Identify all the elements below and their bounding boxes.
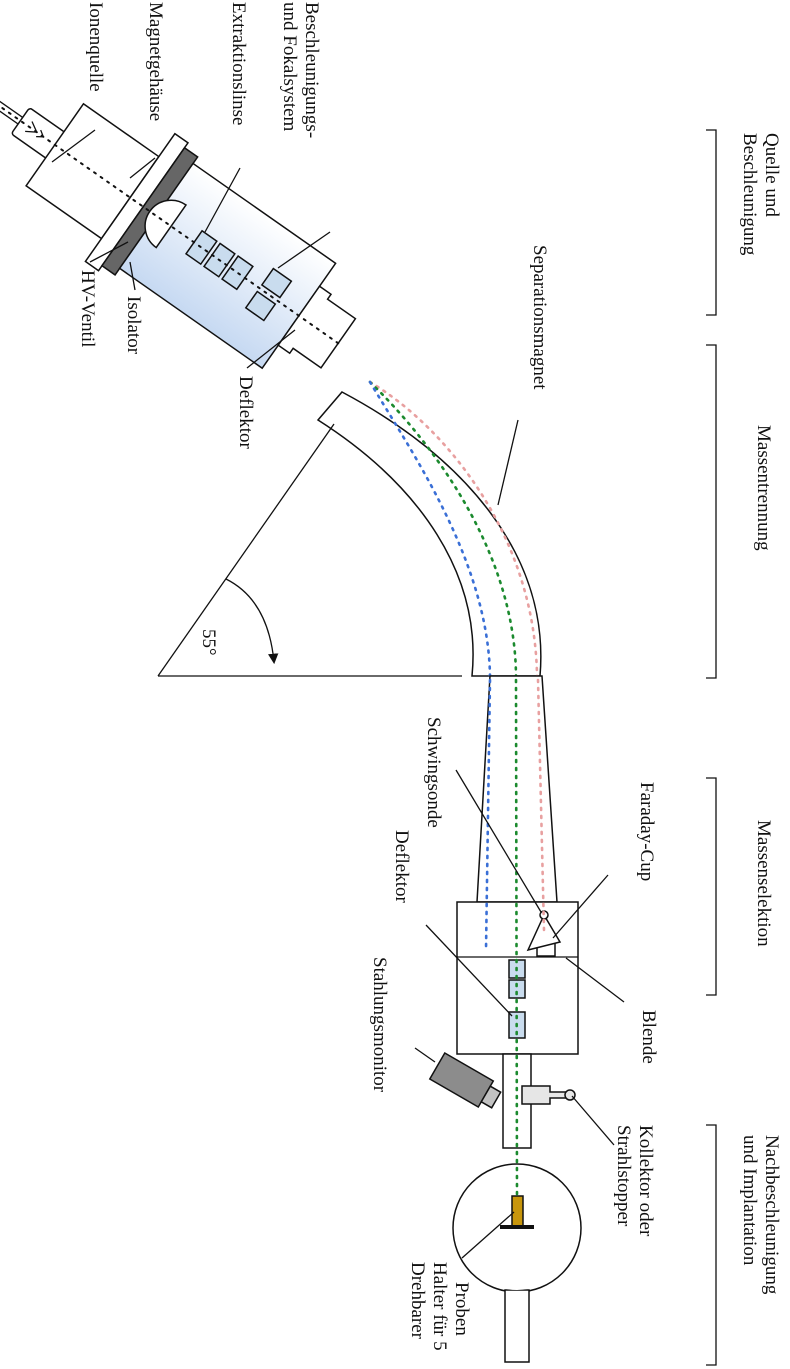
- svg-text:Nachbeschleunigung und I: Nachbeschleunigung und Implantation: [739, 1135, 782, 1299]
- label-deflektor-1: Deflektor: [235, 376, 256, 449]
- label-deflektor-2: Deflektor: [391, 830, 412, 903]
- beam-heavy-drift: [484, 678, 492, 952]
- target-outlet: [504, 1289, 530, 1363]
- separation-magnet: [316, 391, 542, 677]
- stage-massenselektion: Massenselektion: [753, 820, 774, 947]
- label-kollektor-line-1: Kollektor oder: [635, 1125, 656, 1237]
- label-schwingsonde: Schwingsonde: [423, 717, 444, 828]
- label-beschleunigung-line-1: Beschleunigungs-: [301, 2, 322, 138]
- svg-text:Drehbarer Halter für 5: Drehbarer Halter für 5 Proben: [407, 1262, 472, 1355]
- source-rod: [0, 83, 29, 122]
- exit-flange: [277, 285, 357, 369]
- svg-text:Kollektor oder Strahlsto: Kollektor oder Strahlstopper: [613, 1125, 656, 1241]
- svg-text:Beschleunigungs- und Fok: Beschleunigungs- und Fokalsystem: [279, 2, 322, 143]
- extraction-lens: [144, 199, 188, 249]
- label-ionenquelle: Ionenquelle: [85, 2, 106, 92]
- bracket-quelle: [706, 129, 717, 316]
- label-faraday-cup: Faraday-Cup: [636, 782, 657, 881]
- bracket-massentrennung: [706, 344, 717, 679]
- label-magnetgehaeuse: Magnetgehäuse: [145, 2, 166, 121]
- oscillating-probe: [526, 913, 562, 952]
- svg-text:Quelle und Beschleunigun: Quelle und Beschleunigung: [739, 133, 782, 256]
- post-tube: [502, 1053, 532, 1149]
- beam-light-magnet: [368, 380, 539, 678]
- angle-leg: [157, 423, 335, 677]
- deflector-plate-bottom: [244, 290, 277, 322]
- bracket-massenselektion: [706, 777, 717, 996]
- bracket-nachbeschleunigung: [706, 1124, 717, 1366]
- stage-nach-line-1: Nachbeschleunigung: [761, 1135, 782, 1295]
- deflector-2-plate-2: [508, 979, 526, 999]
- stage-massentrennung: Massentrennung: [753, 425, 774, 551]
- label-halter-line-3: Proben: [451, 1282, 472, 1336]
- stage-nach-line-2: und Implantation: [739, 1135, 760, 1266]
- beam-medium-magnet: [368, 380, 518, 678]
- labels: Quelle und Beschleunigung Massentrennung…: [77, 2, 782, 1355]
- leader-lines: [51, 129, 625, 1259]
- label-separationsmagnet: Separationsmagnet: [529, 245, 550, 390]
- beam-medium-drift: [514, 678, 519, 1198]
- stage-quelle-line-2: Beschleunigung: [739, 133, 760, 256]
- stage-brackets: [706, 129, 717, 1366]
- label-extraktionslinse: Extraktionslinse: [228, 2, 249, 125]
- deflector-plate-top: [260, 267, 293, 299]
- beam-source: [0, 97, 340, 345]
- label-angle: 55°: [198, 629, 219, 656]
- beam-heavy-magnet: [368, 380, 492, 678]
- sample-holder: [511, 1195, 524, 1227]
- label-stahlungsmonitor: Stahlungsmonitor: [369, 957, 390, 1093]
- beam-light-drift: [536, 678, 546, 932]
- label-blende: Blende: [638, 1010, 659, 1064]
- label-kollektor-line-2: Strahlstopper: [613, 1125, 634, 1227]
- angle-arc-arrow: [225, 578, 279, 665]
- label-halter-line-1: Drehbarer: [407, 1262, 428, 1340]
- radiation-monitor: [428, 1051, 502, 1109]
- stage-quelle-line-1: Quelle und: [761, 133, 782, 217]
- label-isolator: Isolator: [123, 296, 144, 355]
- label-beschleunigung-line-2: und Fokalsystem: [279, 2, 300, 132]
- source-column: [0, 83, 357, 370]
- label-halter-line-2: Halter für 5: [429, 1262, 450, 1351]
- drift-tube: [476, 675, 558, 903]
- collector: [521, 1085, 567, 1105]
- label-hv-ventil: HV-Ventil: [77, 270, 98, 347]
